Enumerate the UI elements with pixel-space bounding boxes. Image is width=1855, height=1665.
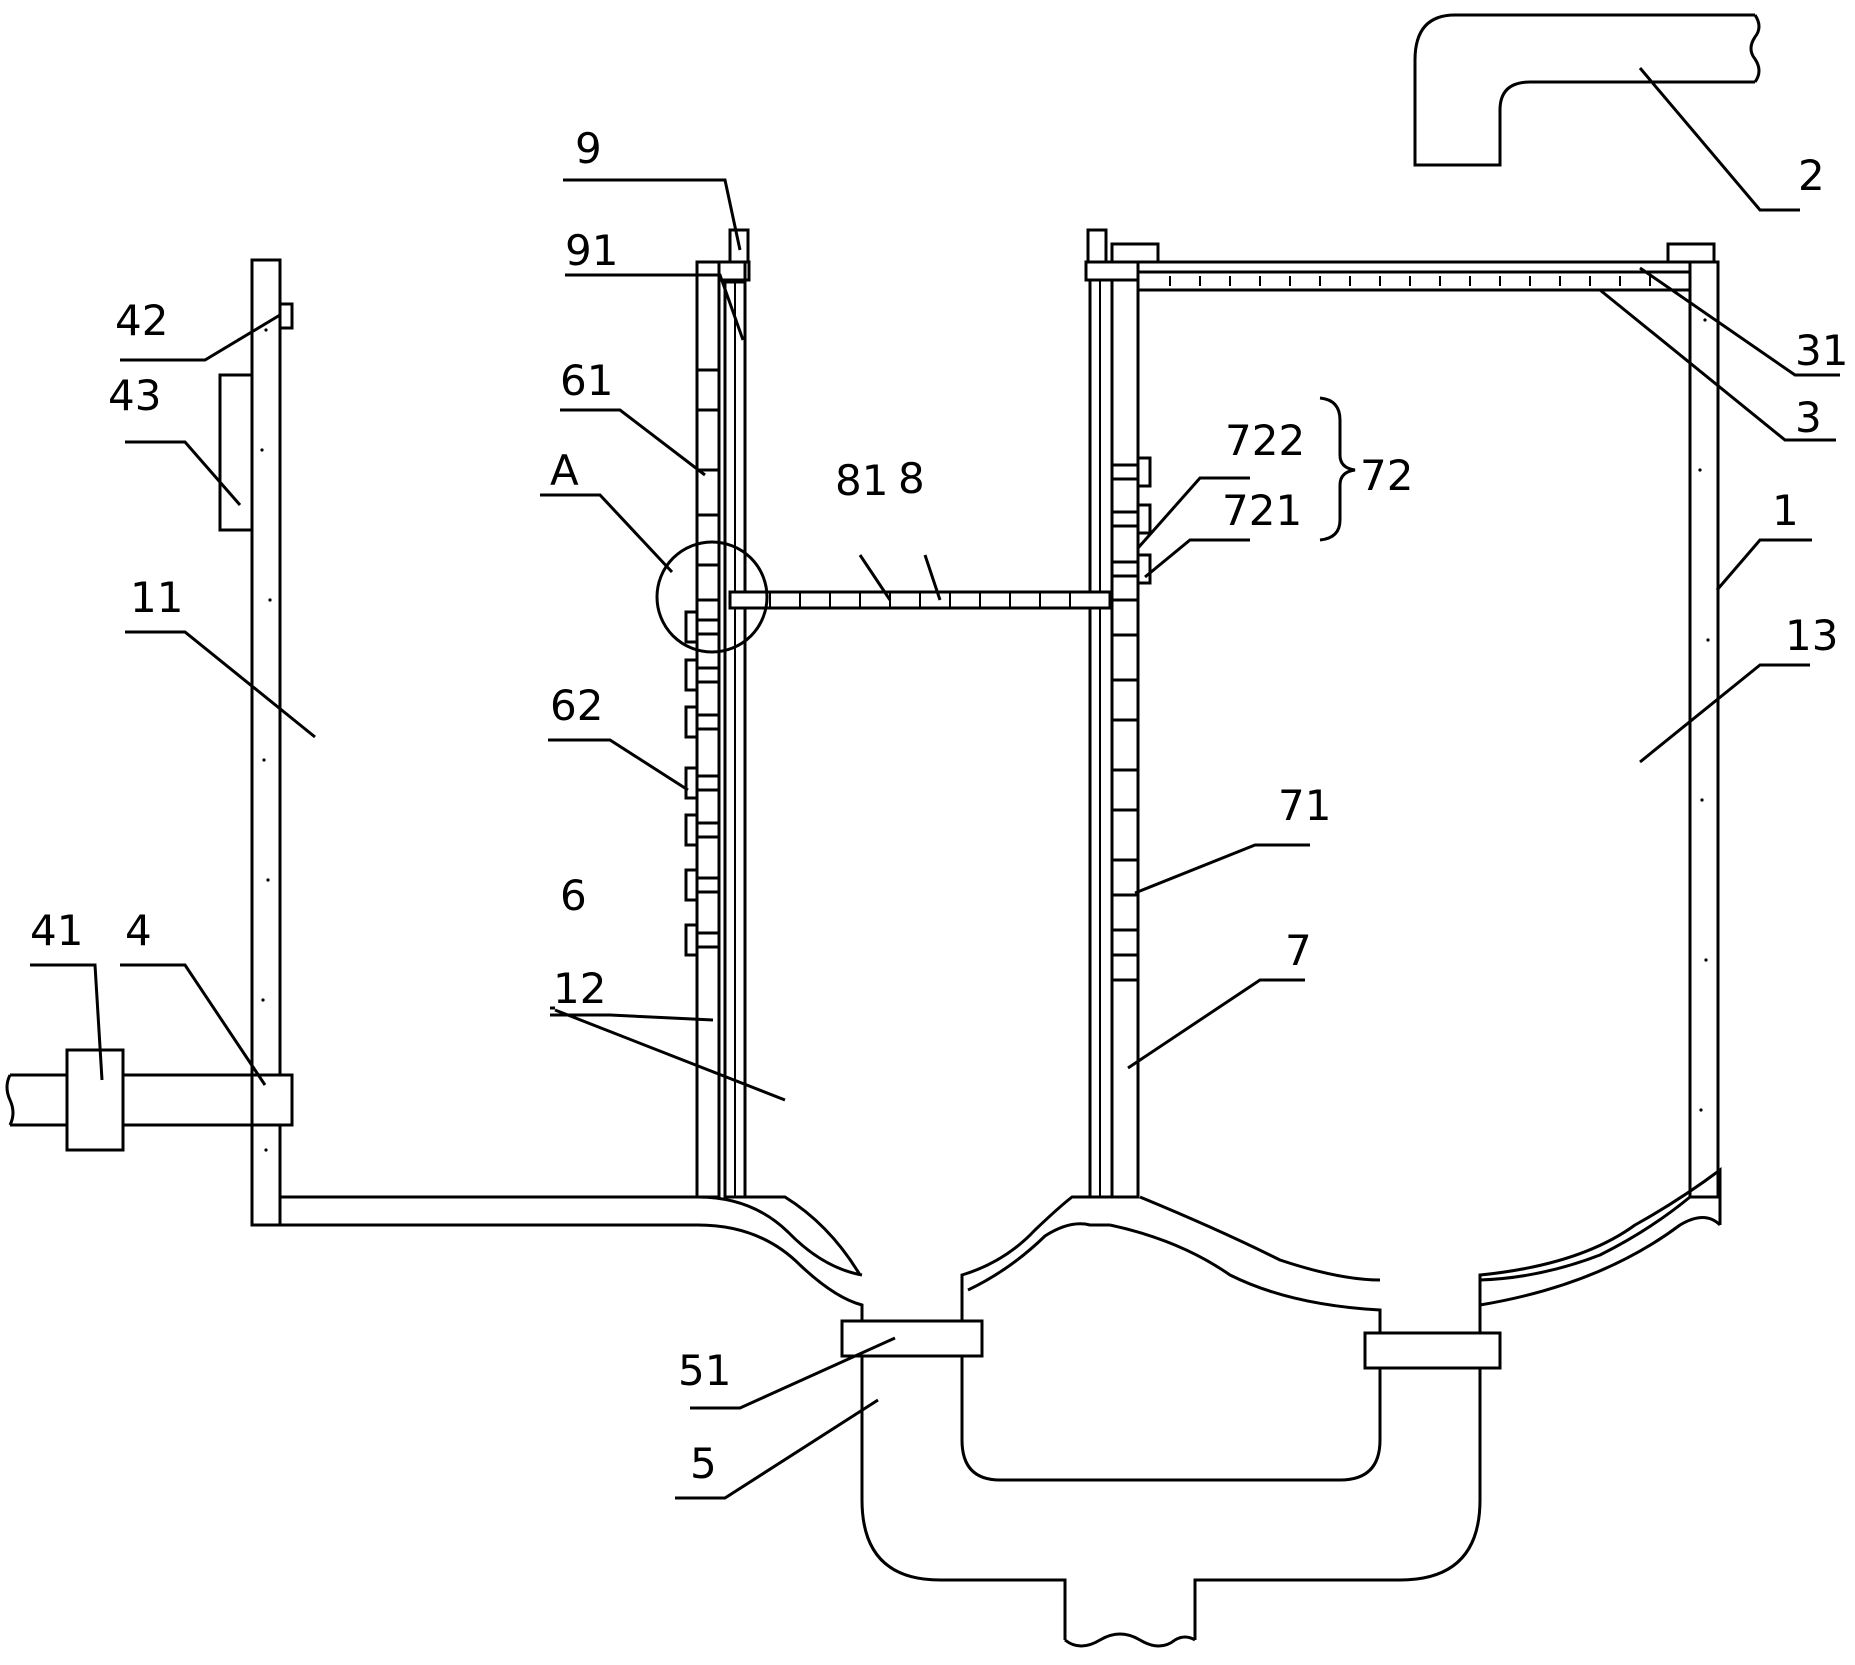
label-43: 43 [108,371,161,420]
screen-3 [1110,242,1716,292]
valve-41 [65,1048,125,1152]
partition-6 [695,260,751,1199]
label-7: 7 [1285,926,1312,975]
nozzles-72 [1110,456,1152,585]
bar-8 [728,590,1112,610]
vessel-bottom [252,1167,1722,1345]
label-11: 11 [130,573,183,622]
label-9: 9 [575,124,602,173]
label-1: 1 [1772,486,1799,535]
label-42: 42 [115,296,168,345]
label-3: 3 [1795,393,1822,442]
feed-pipe-2 [1413,13,1761,167]
label-underlines [563,178,1840,542]
flange-right [1363,1331,1502,1370]
label-722: 722 [1225,416,1305,465]
label-51: 51 [678,1346,731,1395]
label-91: 91 [565,226,618,275]
label-31: 31 [1795,326,1848,375]
flange-51 [840,1319,984,1358]
label-4: 4 [125,906,152,955]
label-5: 5 [690,1439,717,1488]
reference-labels: 2 31 3 1 13 9 91 61 A 81 8 722 72 721 71… [30,124,1848,1488]
box-43 [218,373,254,532]
brace-72 [1319,396,1356,542]
right-chamber-13 [1138,260,1720,1199]
sensor-42 [278,302,294,330]
label-62: 62 [550,681,603,730]
label-2: 2 [1798,151,1825,200]
label-61: 61 [560,356,613,405]
label-41: 41 [30,906,83,955]
label-6: 6 [560,871,587,920]
label-71: 71 [1278,781,1331,830]
label-721: 721 [1222,486,1302,535]
leader-lines [30,67,1835,1500]
label-12: 12 [553,964,606,1013]
filter-slots-61 [697,368,719,602]
label-72: 72 [1360,451,1413,500]
label-13: 13 [1785,611,1838,660]
return-pipe-5 [860,1325,1482,1648]
detail-circle-a [655,540,769,654]
outlet-pipe-4 [5,1073,294,1127]
label-81: 81 [835,456,888,505]
partition-7 [1084,228,1140,1199]
label-a: A [550,446,579,495]
label-8: 8 [898,454,925,503]
nozzles-62 [684,610,721,957]
slots-71 [1112,598,1138,982]
